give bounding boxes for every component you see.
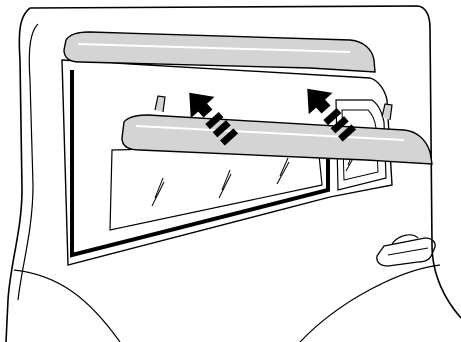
clip-left	[155, 96, 165, 112]
door-lower-curve	[14, 270, 120, 342]
door-lower-curve-2	[300, 265, 440, 342]
door-handle	[377, 235, 435, 266]
